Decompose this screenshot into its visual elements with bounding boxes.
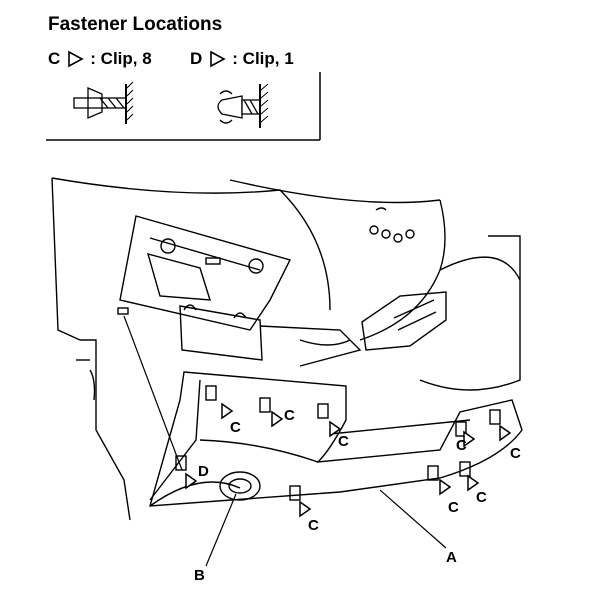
callout-c: C xyxy=(338,433,349,450)
clip-d-illustration xyxy=(217,83,269,128)
callout-c: C xyxy=(230,419,241,436)
clip-d-marker xyxy=(185,472,198,490)
callout-c: C xyxy=(476,489,487,506)
callout-c: C xyxy=(456,437,467,454)
callout-b: B xyxy=(194,567,205,584)
callouts: C C C C C C C C D A B xyxy=(194,407,521,584)
callout-c: C xyxy=(510,445,521,462)
legend-label-d: : Clip, 1 xyxy=(232,49,294,68)
clip-c-marker xyxy=(463,430,476,448)
callout-c: C xyxy=(308,517,319,534)
callout-c: C xyxy=(448,499,459,516)
clip-markers xyxy=(185,402,512,518)
legend-item-c: C : Clip, 8 xyxy=(48,49,152,69)
leader-lines xyxy=(123,315,447,567)
legend-letter-d: D xyxy=(190,49,203,68)
legend-title: Fastener Locations xyxy=(48,14,223,35)
vehicle-body xyxy=(51,177,523,521)
leader-a xyxy=(379,489,447,549)
callout-a: A xyxy=(446,549,457,566)
clip-c-marker xyxy=(329,420,342,438)
legend-letter-c: C xyxy=(48,49,61,68)
legend-box xyxy=(46,72,321,141)
clip-c-marker xyxy=(467,474,480,492)
callout-d: D xyxy=(198,463,209,480)
clip-c-marker xyxy=(439,478,452,496)
clip-triangle-icon xyxy=(210,50,226,68)
clip-c-marker xyxy=(221,402,234,420)
callout-c: C xyxy=(284,407,295,424)
legend-item-d: D : Clip, 1 xyxy=(190,49,294,69)
clip-c-marker xyxy=(299,500,312,518)
leader-b xyxy=(205,493,237,567)
clip-c-illustration xyxy=(73,81,134,124)
clip-c-marker xyxy=(271,410,284,428)
leader-d xyxy=(123,315,183,471)
clip-c-marker xyxy=(499,424,512,442)
legend-label-c: : Clip, 8 xyxy=(90,49,152,68)
clip-triangle-icon xyxy=(68,50,84,68)
